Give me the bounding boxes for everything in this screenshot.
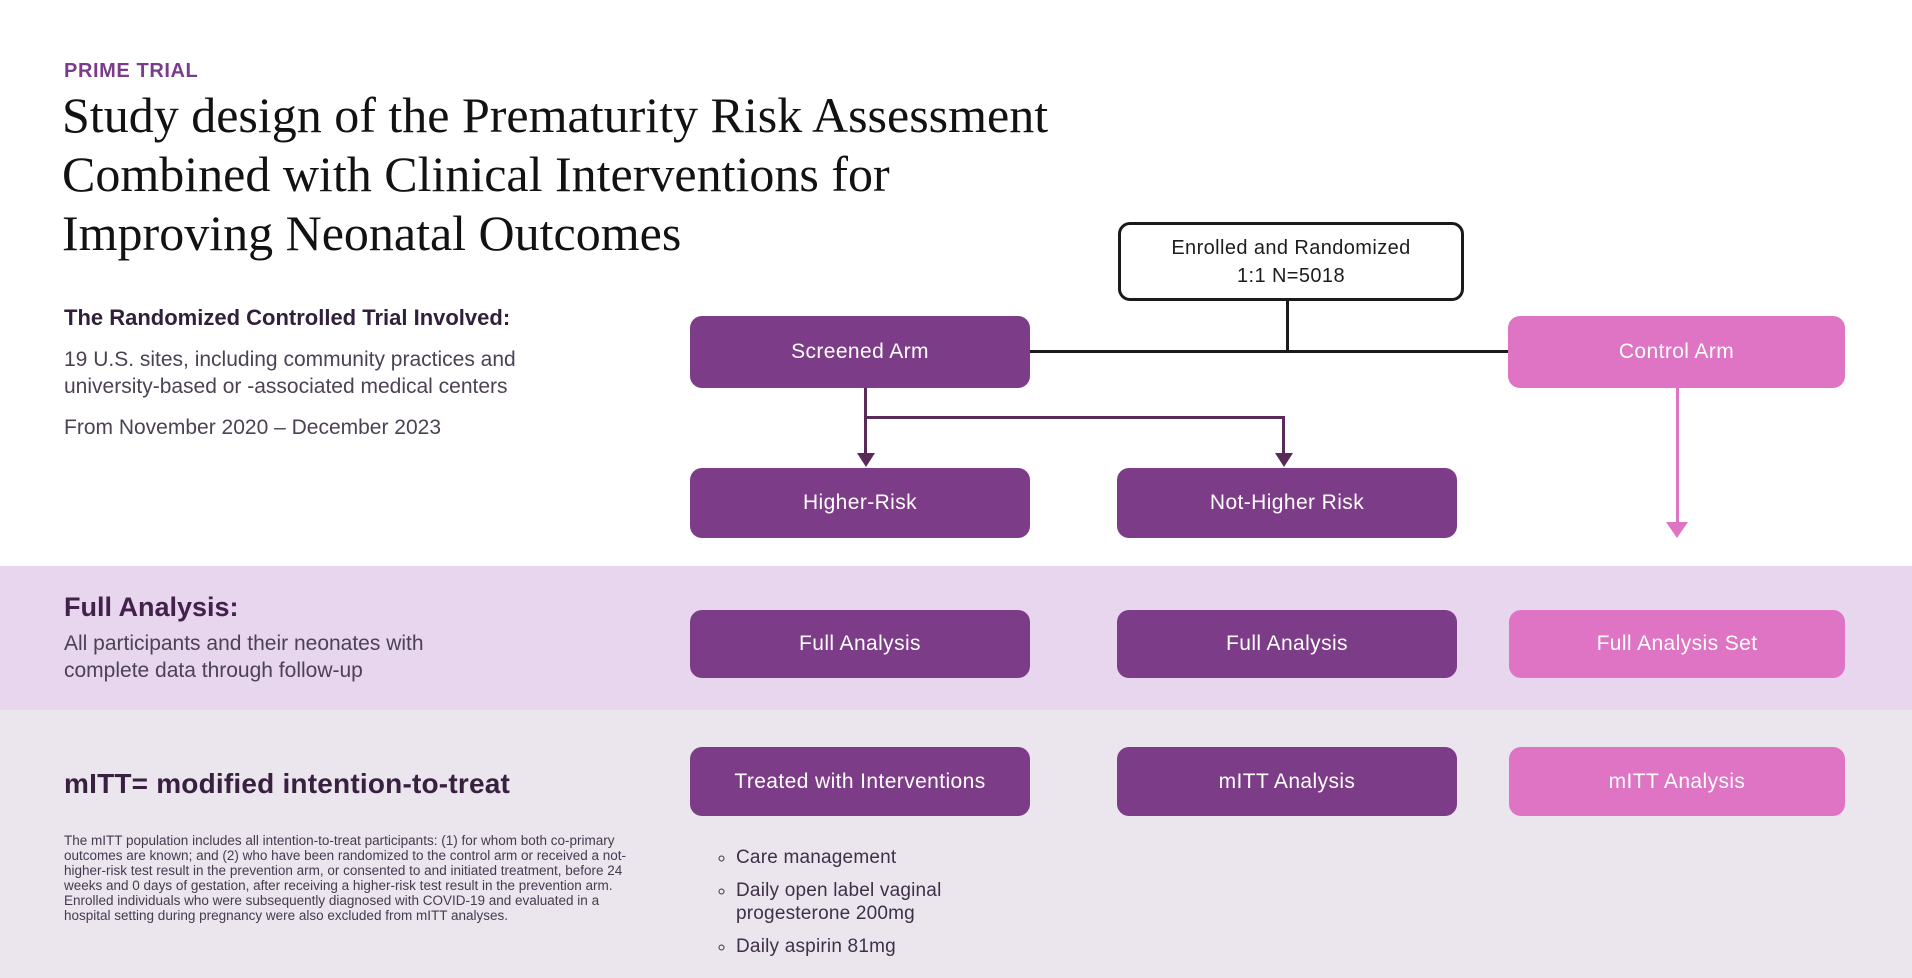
- list-item: Care management: [736, 846, 974, 869]
- mitt-fine-print: The mITT population includes all intenti…: [64, 833, 627, 923]
- intro-sites-text: 19 U.S. sites, including community pract…: [64, 348, 516, 398]
- node-full-analysis-set-control: Full Analysis Set: [1509, 610, 1845, 678]
- page-title: Study design of the Prematurity Risk Ass…: [62, 87, 1049, 261]
- node-higher-risk: Higher-Risk: [690, 468, 1030, 538]
- node-full-analysis-nothigher: Full Analysis: [1117, 610, 1457, 678]
- full-analysis-text-block: Full Analysis: All participants and thei…: [64, 592, 424, 684]
- connector-enrolled-vertical: [1286, 294, 1289, 352]
- trial-eyebrow-label: PRIME TRIAL: [64, 60, 199, 82]
- connector-screened-to-higher: [864, 388, 867, 454]
- full-analysis-heading: Full Analysis:: [64, 592, 239, 622]
- connector-branch-horizontal: [864, 416, 1285, 419]
- arrow-down-icon: [1275, 453, 1293, 467]
- trial-intro-block: The Randomized Controlled Trial Involved…: [64, 305, 516, 440]
- node-screened-arm: Screened Arm: [690, 316, 1030, 388]
- connector-control-vertical: [1676, 388, 1679, 524]
- list-item: Daily aspirin 81mg: [736, 935, 974, 958]
- node-full-analysis-higher: Full Analysis: [690, 610, 1030, 678]
- node-mitt-analysis-nothigher: mITT Analysis: [1117, 747, 1457, 816]
- node-treated-with-interventions: Treated with Interventions: [690, 747, 1030, 816]
- node-control-arm: Control Arm: [1508, 316, 1845, 388]
- node-not-higher-risk: Not-Higher Risk: [1117, 468, 1457, 538]
- intro-dates-text: From November 2020 – December 2023: [64, 416, 442, 439]
- mitt-heading: mITT= modified intention-to-treat: [64, 768, 511, 799]
- intro-heading: The Randomized Controlled Trial Involved…: [64, 305, 511, 330]
- arrow-down-icon: [857, 453, 875, 467]
- interventions-bullet-list: Care management Daily open label vaginal…: [712, 846, 974, 968]
- node-enrolled-randomized: Enrolled and Randomized 1:1 N=5018: [1118, 222, 1464, 301]
- node-mitt-analysis-control: mITT Analysis: [1509, 747, 1845, 816]
- list-item: Daily open label vaginal progesterone 20…: [736, 879, 974, 925]
- arrow-down-icon: [1666, 522, 1688, 538]
- connector-branch-to-nothigher: [1282, 416, 1285, 454]
- connector-arms-horizontal: [1029, 350, 1509, 353]
- full-analysis-description: All participants and their neonates with…: [64, 632, 424, 682]
